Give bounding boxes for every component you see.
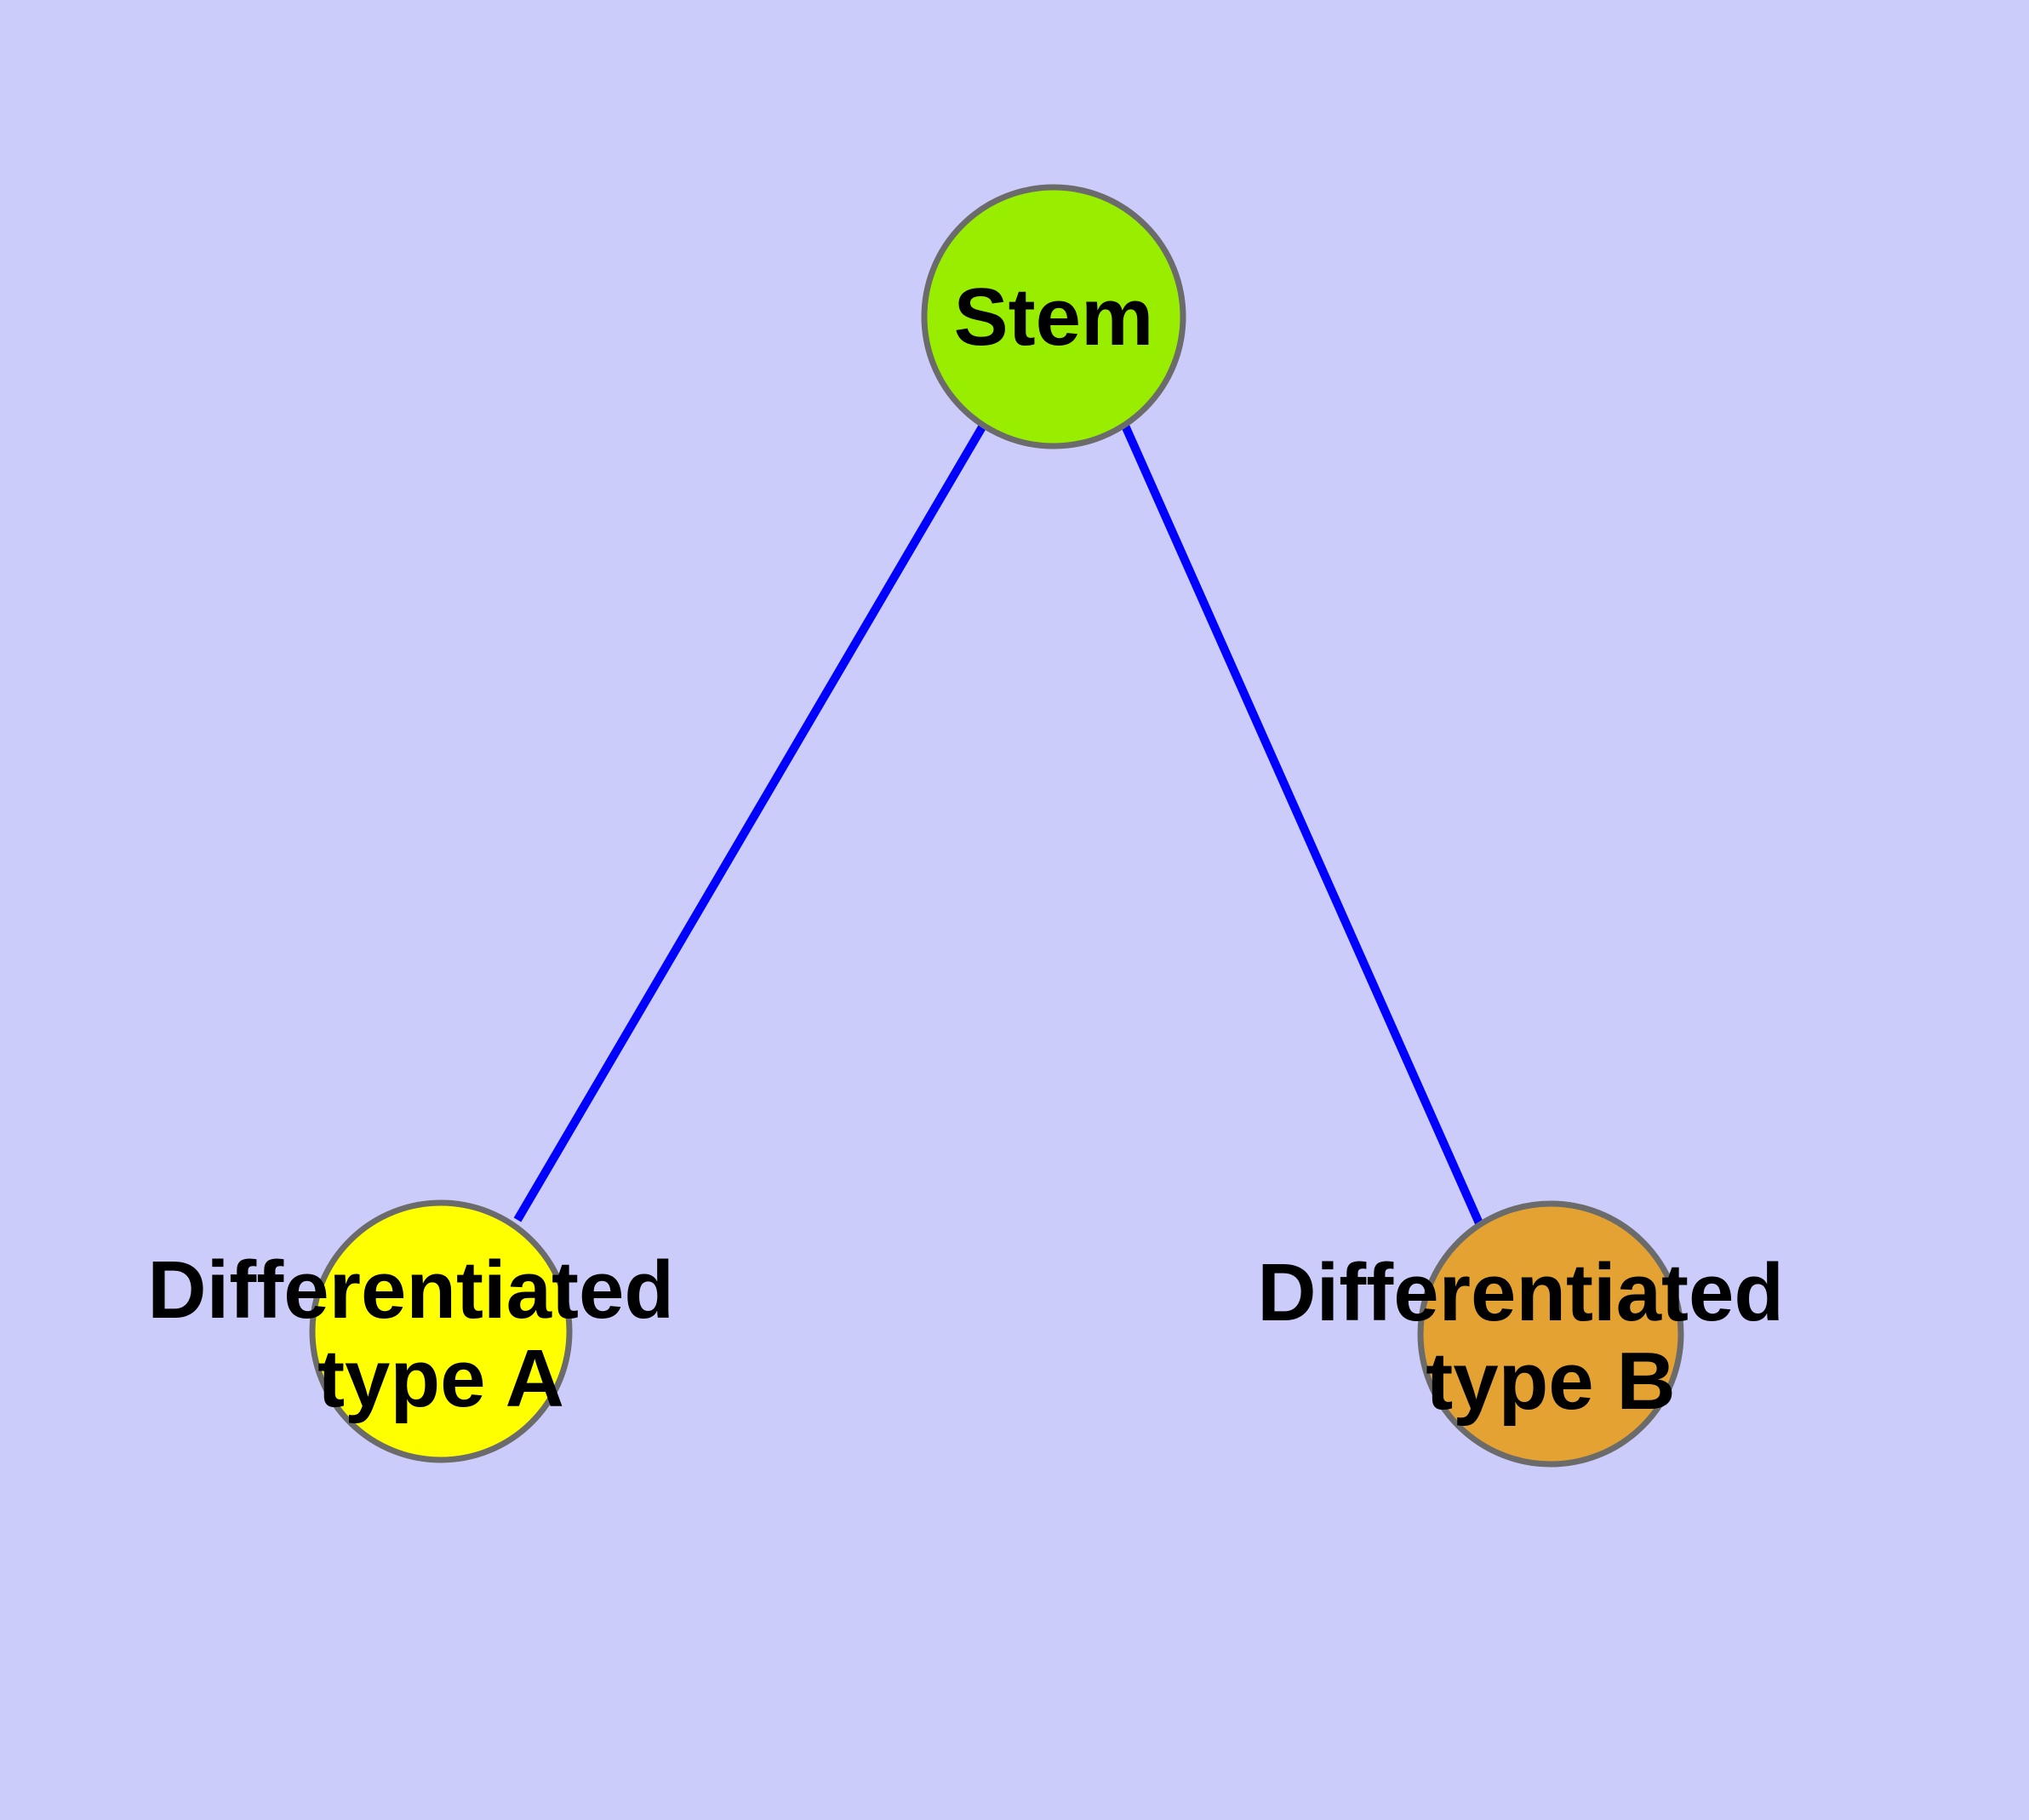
label-layer: Stem Differentiated type A Differentiate… [147,272,1806,1427]
node-label-differentiated-type-b: Differentiated type B [1257,1247,1806,1427]
node-stem[interactable] [921,184,1186,449]
edge-stem-to-diff-b[interactable] [1121,423,1483,1226]
node-label-diff-a-line2: type A [317,1333,564,1424]
node-label-diff-b-line2: type B [1426,1336,1675,1427]
edge-layer [513,423,1483,1226]
node-label-diff-b-line1: Differentiated [1257,1247,1784,1338]
edge-stem-to-diff-a[interactable] [513,423,987,1222]
node-label-stem: Stem [954,272,1154,363]
node-label-stem-line1: Stem [954,272,1154,363]
node-layer [309,184,1684,1468]
node-differentiated-type-a[interactable] [309,1199,573,1463]
node-differentiated-type-b[interactable] [1417,1200,1684,1468]
node-label-diff-a-line1: Differentiated [147,1245,674,1336]
node-label-differentiated-type-a: Differentiated type A [147,1245,696,1424]
